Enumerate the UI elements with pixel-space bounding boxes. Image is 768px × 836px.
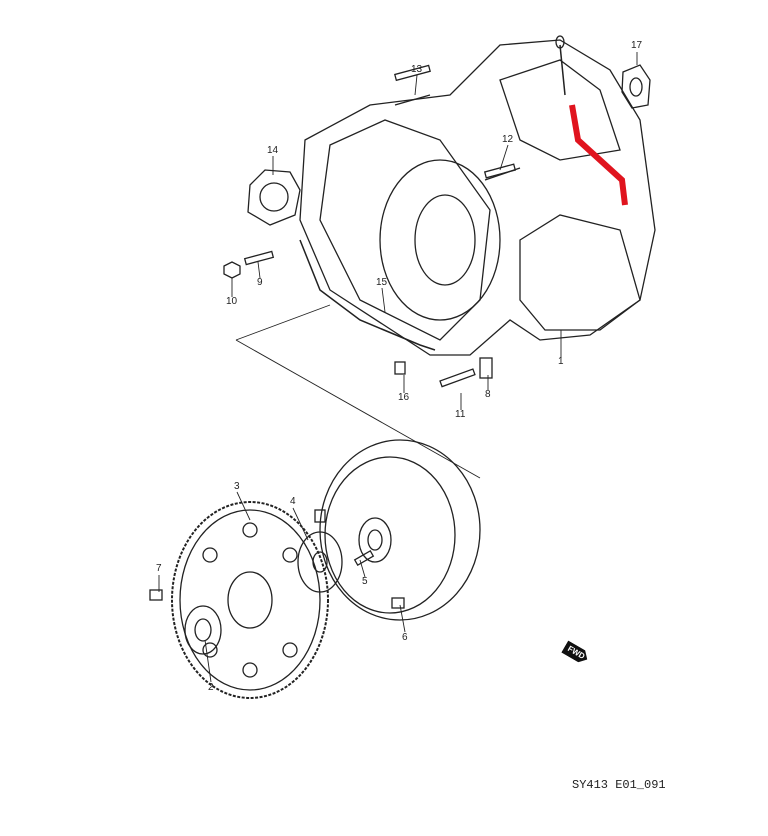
- callout-12: 12: [502, 134, 514, 145]
- callout-14: 14: [267, 145, 279, 156]
- callout-8: 8: [485, 389, 491, 400]
- callout-1: 1: [558, 356, 564, 367]
- callout-5: 5: [362, 576, 368, 587]
- gasket-14: [247, 169, 301, 226]
- callout-16: 16: [398, 392, 410, 403]
- leader-lines: [158, 52, 638, 683]
- callout-9: 9: [257, 277, 263, 288]
- oil-cooler-hose-highlight: [569, 104, 628, 206]
- callout-17: 17: [631, 40, 643, 51]
- callout-2: 2: [208, 682, 214, 693]
- callout-13: 13: [411, 64, 423, 75]
- callout-3: 3: [234, 481, 240, 492]
- callout-6: 6: [402, 632, 408, 643]
- torque-converter-6: [314, 439, 481, 621]
- callout-7: 7: [156, 563, 162, 574]
- callout-11: 11: [455, 409, 466, 420]
- callout-10: 10: [226, 296, 238, 307]
- drive-plate-3: [171, 501, 329, 699]
- gasket-17: [621, 64, 651, 109]
- callout-4: 4: [290, 496, 296, 507]
- cover-plate-15: [299, 239, 436, 351]
- diagram-code: SY413 E01_091: [572, 778, 666, 792]
- bolts: [149, 64, 517, 601]
- transmission-case: [299, 39, 656, 356]
- dipstick: [559, 44, 566, 96]
- hub-2: [184, 605, 222, 655]
- callout-15: 15: [376, 277, 388, 288]
